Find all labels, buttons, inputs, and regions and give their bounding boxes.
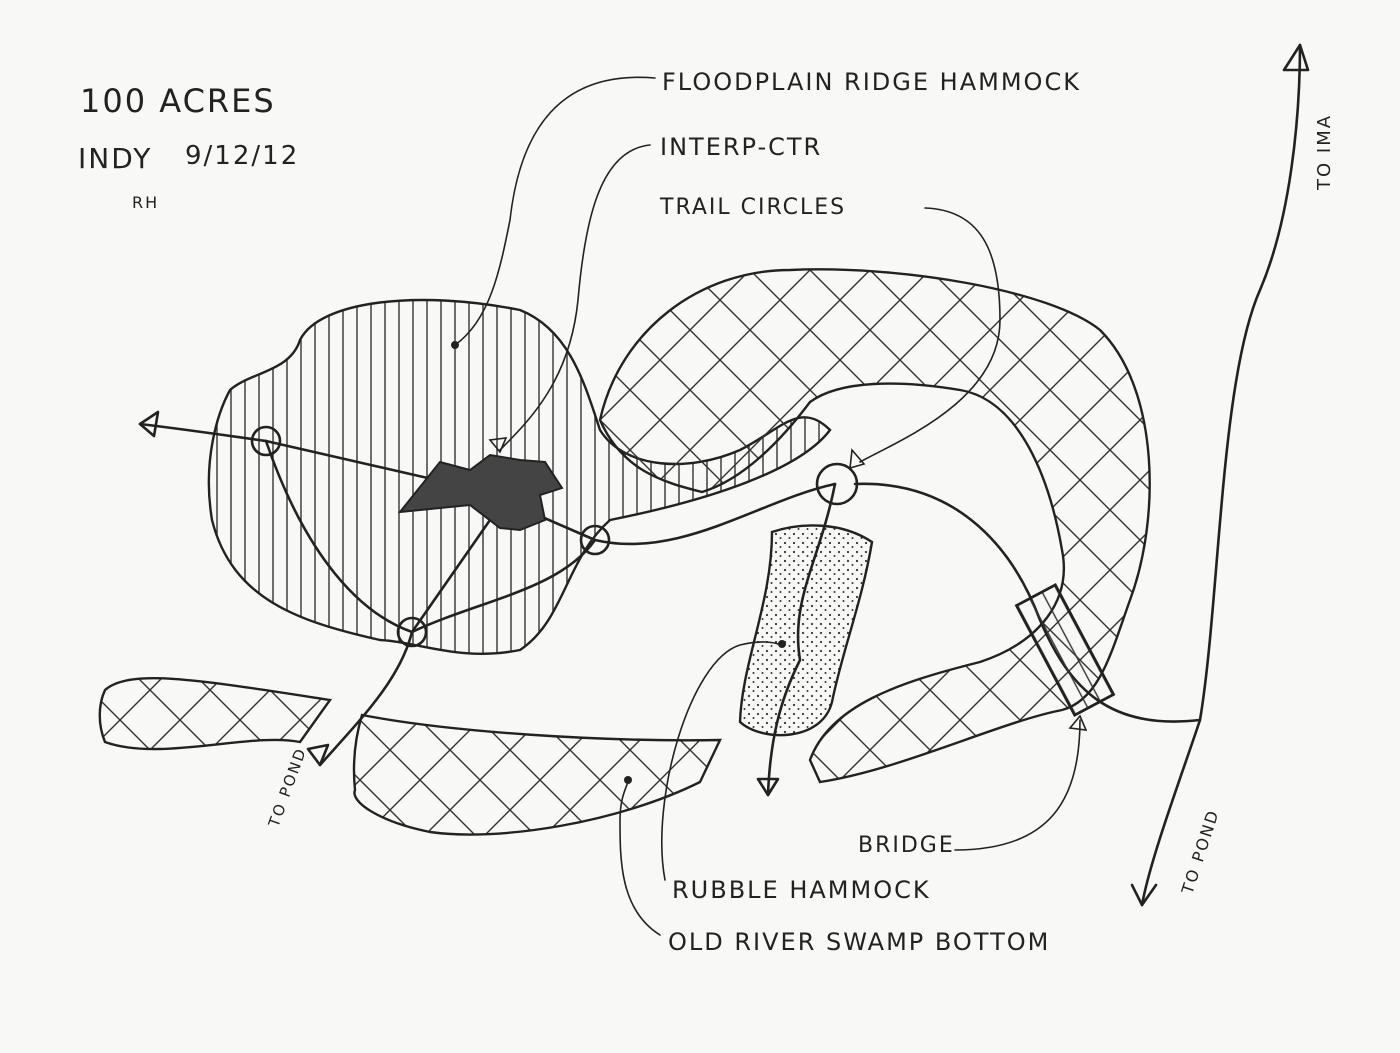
trail-circle (250, 425, 282, 457)
swamp-bottom-label: OLD RIVER SWAMP BOTTOM (668, 928, 1050, 956)
swamp-bottom-area-upper (598, 268, 1151, 784)
rubble-hammock-label: RUBBLE HAMMOCK (672, 876, 931, 904)
swamp-bottom-area-left (98, 677, 333, 751)
initials-label: RH (132, 193, 159, 212)
to-pond-right-label: TO POND (1177, 807, 1223, 898)
date-label: 9/12/12 (185, 141, 299, 171)
trail-circle (396, 616, 428, 648)
floodplain-label: FLOODPLAIN RIDGE HAMMOCK (662, 68, 1081, 96)
title-label: 100 ACRES (80, 82, 276, 120)
rubble-hammock-area (738, 524, 874, 737)
bridge (1014, 583, 1116, 717)
swamp-bottom-area-lower (352, 713, 722, 836)
trail-circle (579, 524, 611, 556)
trail-circles-label: TRAIL CIRCLES (659, 195, 846, 220)
place-label: INDY (78, 142, 152, 175)
to-pond-left-label: TO POND (265, 745, 311, 830)
interp-center-label: INTERP-CTR (660, 133, 822, 161)
to-ima-label: TO IMA (1314, 114, 1335, 191)
bridge-label: BRIDGE (858, 833, 955, 858)
trail-circle (815, 462, 859, 506)
leader-lines (451, 76, 1088, 936)
interp-center-building (397, 453, 564, 532)
